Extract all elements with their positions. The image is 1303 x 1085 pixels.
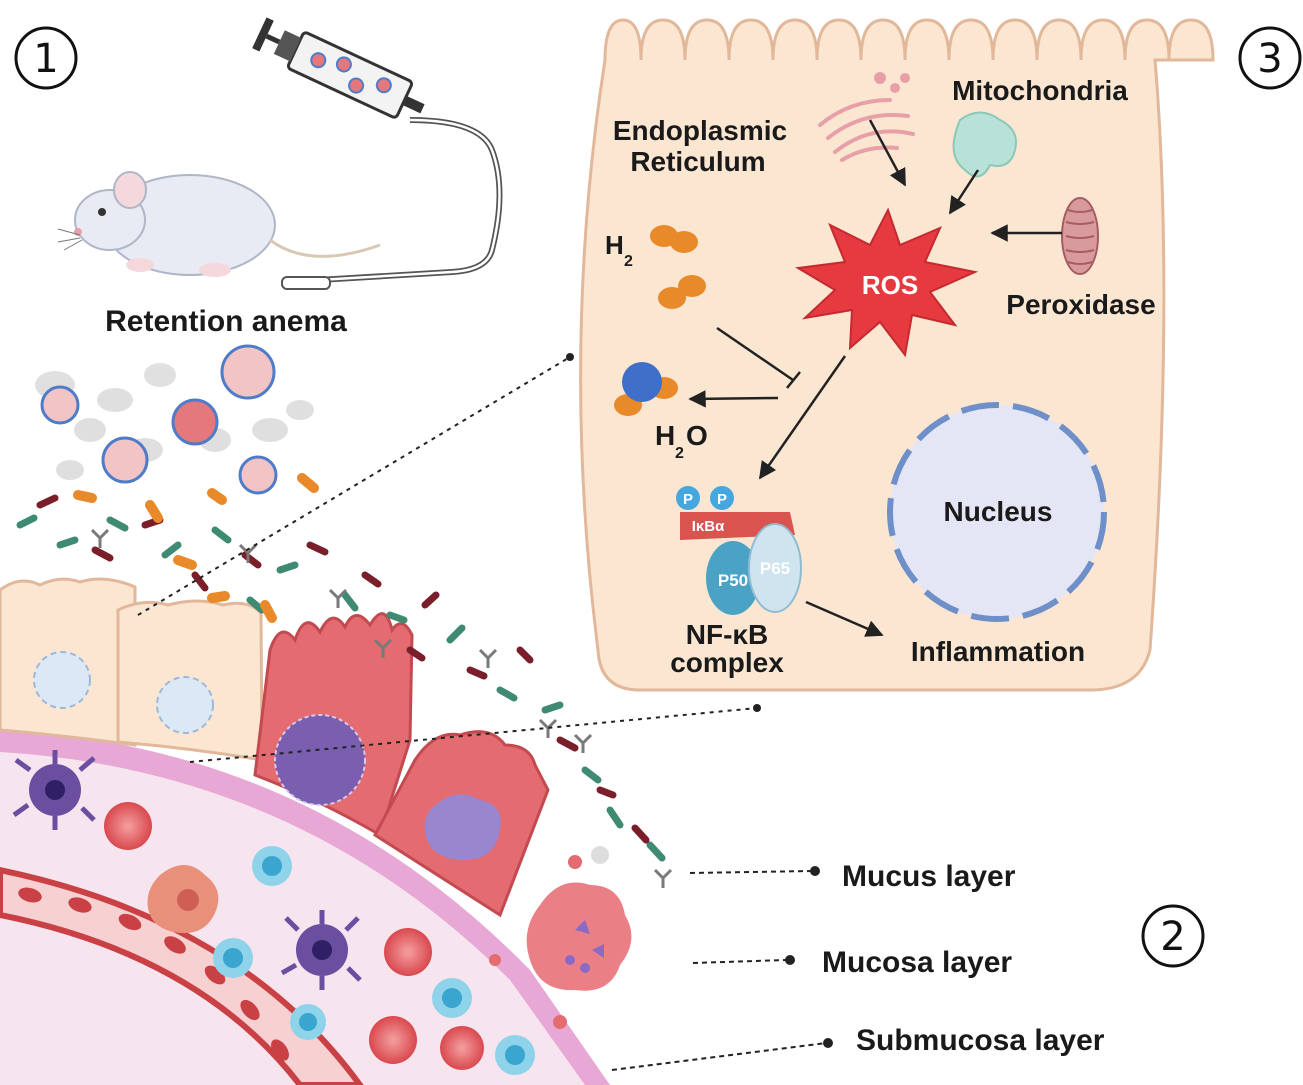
ros-burst: ROS [794, 207, 979, 358]
layer-pointer-lines [611, 870, 827, 1071]
er-label-line1: Endoplasmic [613, 115, 787, 146]
p65-label: P65 [760, 559, 790, 578]
nanoparticles [35, 344, 314, 495]
pathway-arrows [688, 119, 1062, 637]
dendritic-cell [12, 750, 96, 830]
blood-vessel [0, 866, 364, 1085]
svg-text:1: 1 [33, 36, 58, 82]
panel-number-3: 3 [1238, 26, 1302, 90]
antibodies [90, 528, 673, 888]
nfkb-label-line1: NF-κB [686, 619, 768, 650]
damaged-epithelial-cells [253, 612, 632, 1029]
apoptotic-fragments [565, 920, 604, 973]
mucus-layer-label: Mucus layer [842, 860, 1016, 893]
tissue-section [0, 730, 610, 1085]
vessel-rbcs [18, 887, 289, 1061]
svg-text:O: O [686, 420, 708, 451]
er-label-line2: Reticulum [630, 146, 765, 177]
svg-text:H: H [655, 420, 675, 451]
h2o-molecule [614, 362, 678, 416]
svg-text:2: 2 [1160, 914, 1185, 960]
nucleus: Nucleus [887, 402, 1107, 622]
peroxidase-label: Peroxidase [1006, 289, 1155, 320]
mouse-illustration [57, 171, 381, 277]
nfkb-label-line2: complex [670, 647, 784, 678]
inflammation-label: Inflammation [911, 636, 1085, 667]
red-blood-cells [104, 802, 484, 1070]
dendritic-cell-2 [280, 910, 362, 990]
retention-anema-label: Retention anema [105, 305, 347, 338]
mitochondria-icon [952, 111, 1017, 178]
phospho-label-1: P [683, 491, 693, 508]
apoptotic-cell [526, 882, 632, 991]
syringe-icon [252, 17, 503, 290]
nfkb-complex: P P IκBα P50 P65 [676, 486, 802, 615]
ikba-label: IκBα [692, 518, 725, 535]
h2o-label: H 2 O [655, 420, 708, 462]
mucus-bacteria [16, 473, 666, 862]
svg-text:3: 3 [1257, 36, 1282, 82]
endoplasmic-reticulum-icon [818, 72, 915, 162]
ros-label: ROS [862, 270, 918, 300]
peroxidase-icon [1061, 197, 1099, 275]
macrophage [147, 865, 219, 934]
h2-label: H 2 [605, 230, 633, 270]
healthy-epithelial-cells [0, 577, 264, 762]
panel-number-2: 2 [1141, 904, 1205, 968]
svg-text:2: 2 [675, 445, 684, 462]
svg-text:H: H [605, 230, 624, 260]
mitochondria-label: Mitochondria [952, 75, 1128, 106]
p50-label: P50 [718, 571, 748, 590]
zoom-guide-lines [137, 356, 758, 763]
lymphocytes [213, 846, 535, 1075]
svg-text:2: 2 [624, 253, 633, 270]
nucleus-label: Nucleus [944, 496, 1053, 527]
mucosa-layer-label: Mucosa layer [822, 946, 1012, 979]
h2-molecules [650, 225, 706, 309]
phospho-label-2: P [717, 491, 727, 508]
panel-number-1: 1 [14, 26, 78, 90]
submucosa-layer-label: Submucosa layer [856, 1024, 1105, 1057]
